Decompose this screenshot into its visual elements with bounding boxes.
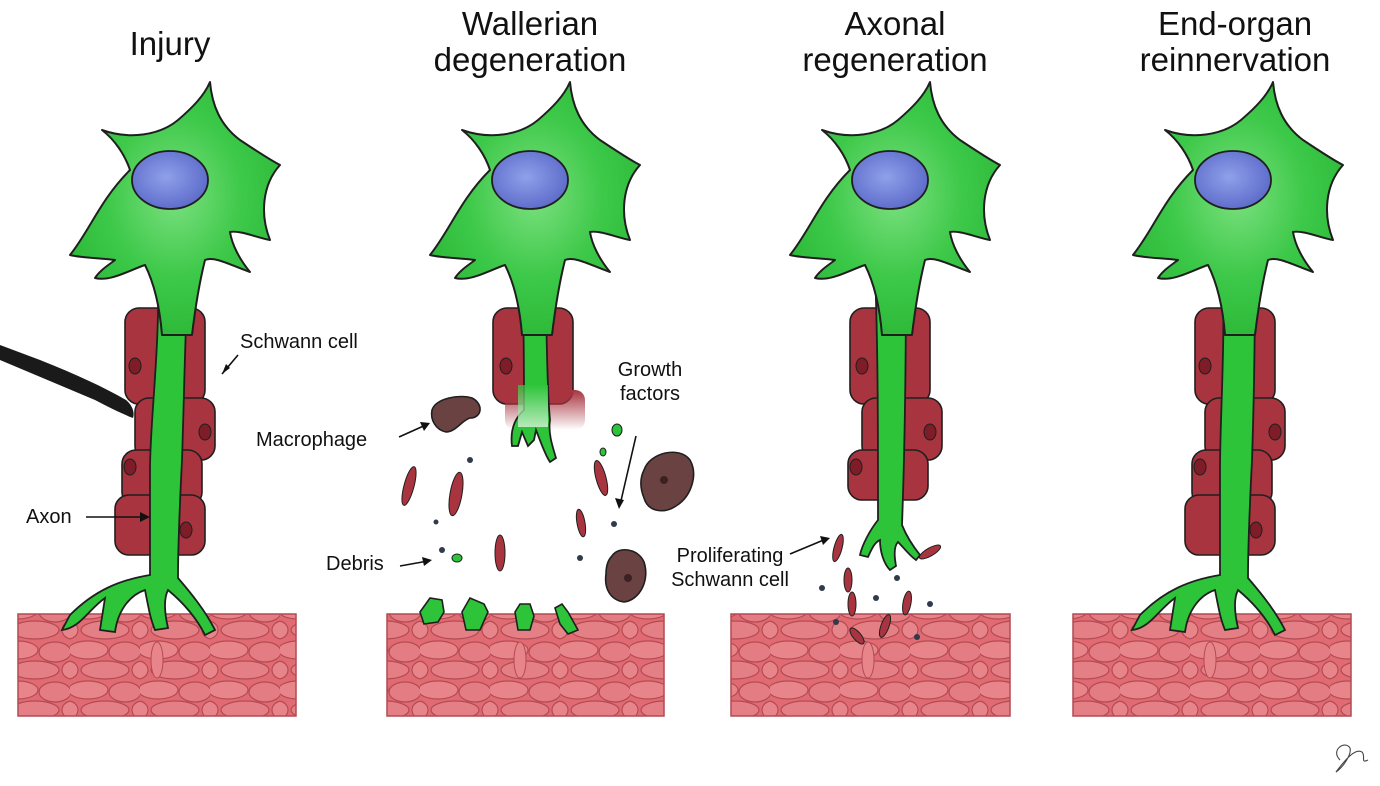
schwann-fragments (401, 460, 609, 572)
label-debris: Debris (326, 553, 384, 575)
panel-title-line: End-organ (1157, 5, 1313, 42)
panel-title-line: Wallerian (461, 5, 599, 42)
panel-title-injury: Injury (90, 26, 250, 62)
label-line: Schwann cell (671, 569, 789, 591)
scalpel-icon (0, 345, 134, 418)
label-line: Growth (617, 359, 683, 381)
debris-particles (433, 423, 623, 563)
muscle-tissue-4 (1072, 613, 1352, 717)
muscle-tissue-1 (17, 613, 297, 717)
label-growth-factors: Growth factors (610, 358, 690, 406)
macrophage-cells (430, 395, 695, 603)
label-axon: Axon (26, 506, 72, 528)
proliferating-schwann-cells (819, 533, 942, 645)
annotation-arrows (86, 354, 830, 567)
muscle-tissue-3 (730, 613, 1011, 717)
label-macrophage: Macrophage (256, 429, 368, 451)
panel-wallerian-neuron (401, 81, 695, 635)
panel-title-line: Axonal (844, 5, 946, 42)
panel-title-line: Injury (129, 25, 211, 62)
label-line: Proliferating (676, 545, 784, 567)
panel-regeneration-neuron (789, 81, 1001, 645)
artist-signature (1335, 744, 1369, 773)
panel-title-line: degeneration (433, 41, 627, 78)
panel-reinnervation-neuron (1130, 81, 1344, 637)
panel-title-line: regeneration (802, 41, 988, 78)
panel-title-axonal: Axonal regeneration (780, 6, 1010, 78)
panel-title-wallerian: Wallerian degeneration (410, 6, 650, 78)
label-line: factors (619, 383, 681, 405)
panel-title-line: reinnervation (1139, 41, 1331, 78)
label-proliferating-schwann: Proliferating Schwann cell (660, 544, 800, 592)
label-schwann-cell: Schwann cell (240, 331, 358, 353)
panel-title-end-organ: End-organ reinnervation (1115, 6, 1355, 78)
panel-injury-neuron (0, 81, 281, 637)
